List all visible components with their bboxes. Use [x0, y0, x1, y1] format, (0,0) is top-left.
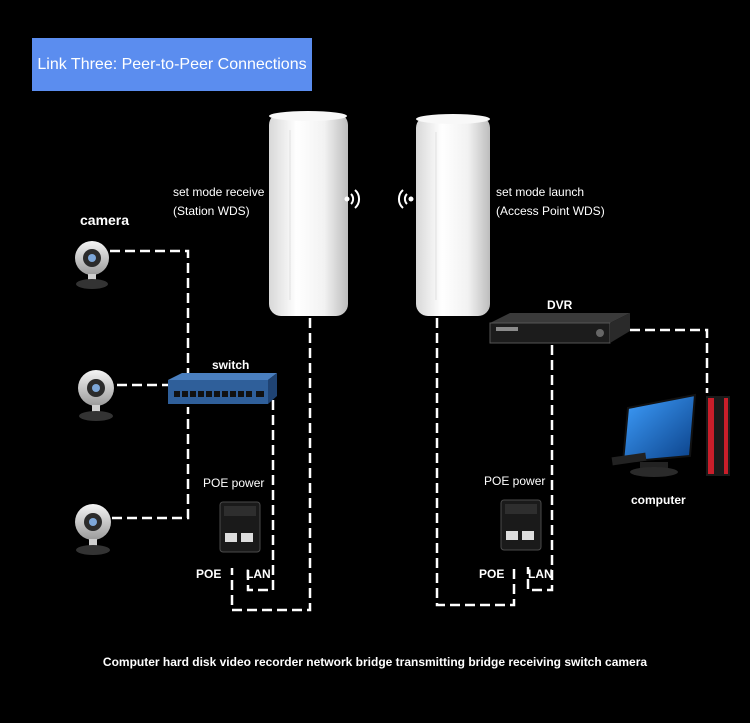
camera-label: camera	[80, 212, 130, 228]
cpe-left-mode-label: set mode receive	[173, 185, 265, 199]
wire-camera3-switch	[112, 407, 190, 520]
dvr-label: DVR	[547, 298, 573, 312]
poe-power-left-label: POE power	[203, 476, 265, 490]
switch-label: switch	[212, 358, 250, 372]
desktop-computer-icon	[611, 393, 730, 477]
cpe-right-antenna-icon	[416, 114, 490, 316]
lan-right-port-label: LAN	[528, 567, 553, 581]
cpe-right-mode-label: set mode launch	[496, 185, 585, 199]
poe-right-port-label: POE	[479, 567, 505, 581]
wire-switch-lan-left	[246, 396, 275, 592]
computer-label: computer	[631, 493, 686, 507]
webcam-icon	[75, 241, 109, 289]
diagram-caption: Computer hard disk video recorder networ…	[102, 655, 648, 669]
wire-camera1-switch	[110, 249, 190, 382]
wifi-signal-icon	[344, 189, 361, 209]
lan-left-port-label: LAN	[246, 567, 271, 581]
cpe-left-wds-label: (Station WDS)	[173, 204, 250, 218]
poe-injector-icon	[219, 501, 261, 553]
webcam-icon	[78, 370, 114, 421]
poe-power-right-label: POE power	[484, 474, 546, 488]
connection-wires	[110, 249, 709, 612]
wifi-signal-icon	[397, 189, 414, 209]
diagram-title-box: Link Three: Peer-to-Peer Connections	[32, 38, 312, 91]
wire-cpe-right-poe	[435, 318, 516, 607]
wire-dvr-lan-right	[526, 345, 554, 592]
diagram-title: Link Three: Peer-to-Peer Connections	[37, 55, 307, 73]
webcam-icon	[75, 504, 111, 555]
wire-dvr-computer	[630, 328, 709, 393]
network-switch-icon	[168, 373, 277, 404]
dvr-recorder-icon	[489, 313, 630, 344]
cpe-left-antenna-icon	[269, 111, 348, 316]
poe-injector-icon	[500, 499, 542, 551]
poe-left-port-label: POE	[196, 567, 222, 581]
cpe-right-wds-label: (Access Point WDS)	[496, 204, 605, 218]
wire-cpe-left-poe	[230, 318, 312, 612]
